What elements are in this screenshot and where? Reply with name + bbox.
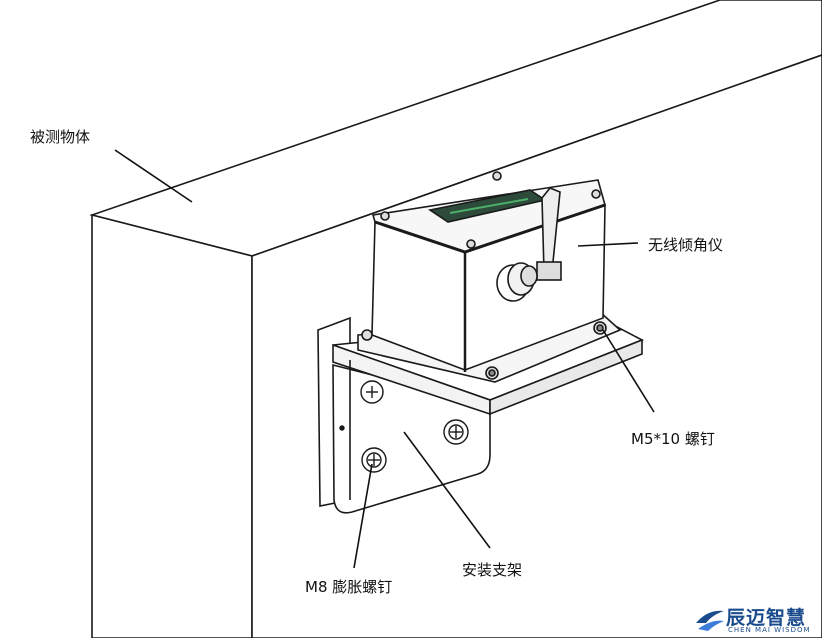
label-mounting-bracket: 安装支架 bbox=[462, 561, 523, 579]
leader-lines bbox=[114, 149, 655, 569]
label-m8-expansion-screw: M8 膨胀螺钉 bbox=[305, 578, 393, 596]
label-measured-object: 被测物体 bbox=[30, 128, 91, 146]
wireless-inclinometer bbox=[357, 171, 622, 383]
m8-expansion-screws bbox=[339, 380, 469, 473]
label-m5-screw: M5*10 螺钉 bbox=[631, 430, 715, 448]
logo-name: 辰迈智慧 bbox=[726, 607, 807, 629]
label-wireless-inclinometer: 无线倾角仪 bbox=[648, 236, 724, 254]
logo-subtitle: CHEN MAI WISDOM bbox=[728, 626, 811, 634]
company-logo: 辰迈智慧 CHEN MAI WISDOM bbox=[694, 605, 820, 637]
logo-mark-icon bbox=[696, 610, 724, 631]
